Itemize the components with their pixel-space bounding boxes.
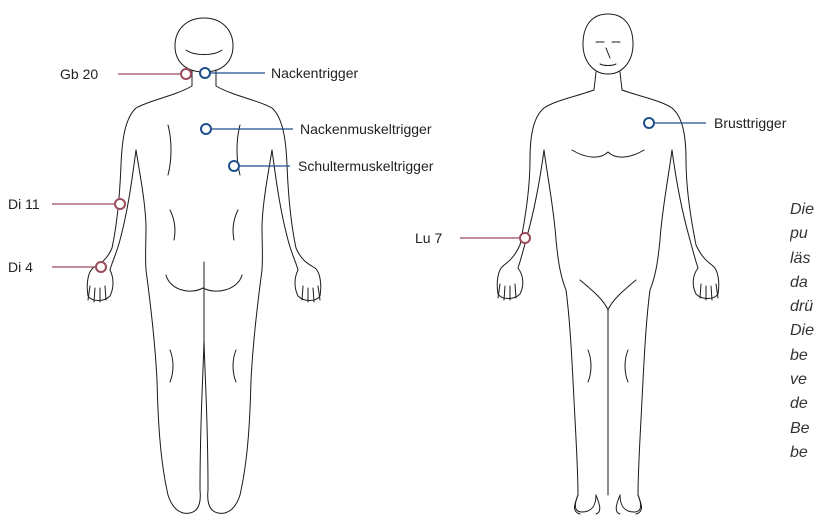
ring-marker-icon [115, 199, 125, 209]
label-brusttrigger: Brusttrigger [714, 115, 787, 131]
point-di4[interactable]: Di 4 [8, 259, 106, 275]
label-di4: Di 4 [8, 259, 33, 275]
label-lu7: Lu 7 [415, 230, 442, 246]
front-body-figure [497, 14, 719, 514]
side-text-line: drü [790, 295, 817, 319]
label-nackenmuskeltrigger: Nackenmuskeltrigger [300, 121, 432, 137]
label-gb20: Gb 20 [60, 66, 98, 82]
point-nackentrigger[interactable]: Nackentrigger [200, 65, 358, 81]
side-text-line: Die [790, 198, 817, 222]
point-di11[interactable]: Di 11 [8, 196, 125, 212]
ring-marker-icon [201, 124, 211, 134]
back-body-figure [87, 18, 321, 513]
side-description-text: Die pu läs da drü Die be ve de Be be [790, 198, 817, 465]
ring-marker-icon [229, 161, 239, 171]
side-text-line: Die [790, 319, 817, 343]
point-nackenmuskeltrigger[interactable]: Nackenmuskeltrigger [201, 121, 432, 137]
side-text-line: de [790, 392, 817, 416]
ring-marker-icon [644, 118, 654, 128]
point-gb20[interactable]: Gb 20 [60, 66, 191, 82]
ring-marker-icon [96, 262, 106, 272]
ring-marker-icon [200, 68, 210, 78]
side-text-line: läs [790, 247, 817, 271]
label-nackentrigger: Nackentrigger [271, 65, 358, 81]
side-text-line: da [790, 271, 817, 295]
side-text-line: be [790, 344, 817, 368]
label-schultermuskeltrigger: Schultermuskeltrigger [298, 158, 434, 174]
side-text-line: ve [790, 368, 817, 392]
side-text-line: Be [790, 417, 817, 441]
side-text-line: pu [790, 222, 817, 246]
point-brusttrigger[interactable]: Brusttrigger [644, 115, 787, 131]
ring-marker-icon [520, 233, 530, 243]
ring-marker-icon [181, 69, 191, 79]
point-schultermuskeltrigger[interactable]: Schultermuskeltrigger [229, 158, 434, 174]
side-text-line: be [790, 441, 817, 465]
label-di11: Di 11 [8, 196, 40, 212]
point-lu7[interactable]: Lu 7 [415, 230, 530, 246]
